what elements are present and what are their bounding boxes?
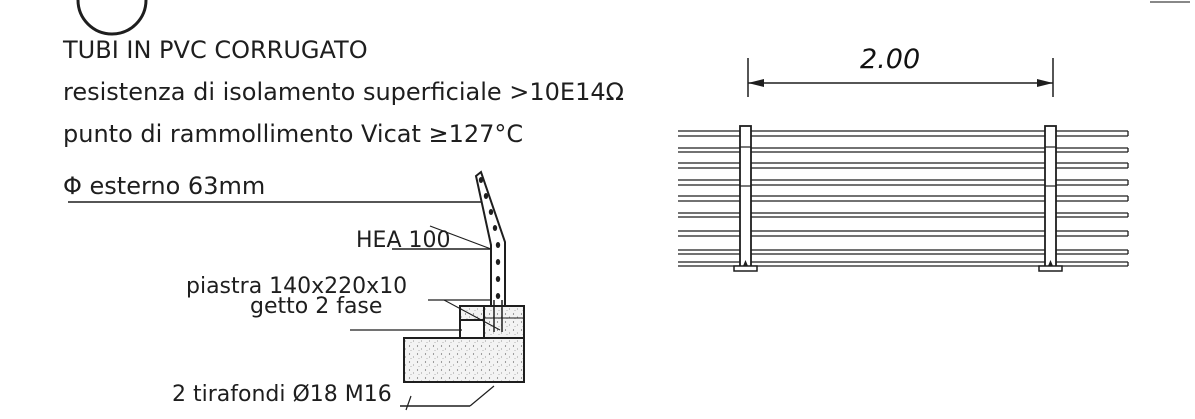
detail-marker-circle <box>76 0 148 36</box>
second-phase-casting <box>483 305 525 339</box>
label-hea-100: HEA 100 <box>356 228 451 253</box>
post-profile <box>474 170 506 313</box>
dimension-arrow-right <box>1037 79 1053 87</box>
elevation-post-left <box>733 125 758 272</box>
elevation-post-right <box>1038 125 1063 272</box>
label-base-plate: piastra 140x220x10 <box>186 274 408 299</box>
dimension-span-label: 2.00 <box>860 44 921 75</box>
dimension-arrow-left <box>748 79 764 87</box>
post-holes <box>478 177 501 299</box>
section-detail <box>350 170 525 411</box>
elevation-view <box>678 58 1129 272</box>
spec-vicat-softening-point: punto di rammollimento Vicat ≥127°C <box>63 120 524 148</box>
spec-outer-diameter: Φ esterno 63mm <box>63 172 266 200</box>
label-second-phase-casting: getto 2 fase <box>250 294 383 319</box>
concrete-slab <box>403 337 525 383</box>
spec-title: TUBI IN PVC CORRUGATO <box>63 36 368 64</box>
spec-insulation-resistance: resistenza di isolamento superficiale >1… <box>63 78 624 106</box>
label-anchor-bolts: 2 tirafondi Ø18 M16 <box>172 382 392 407</box>
